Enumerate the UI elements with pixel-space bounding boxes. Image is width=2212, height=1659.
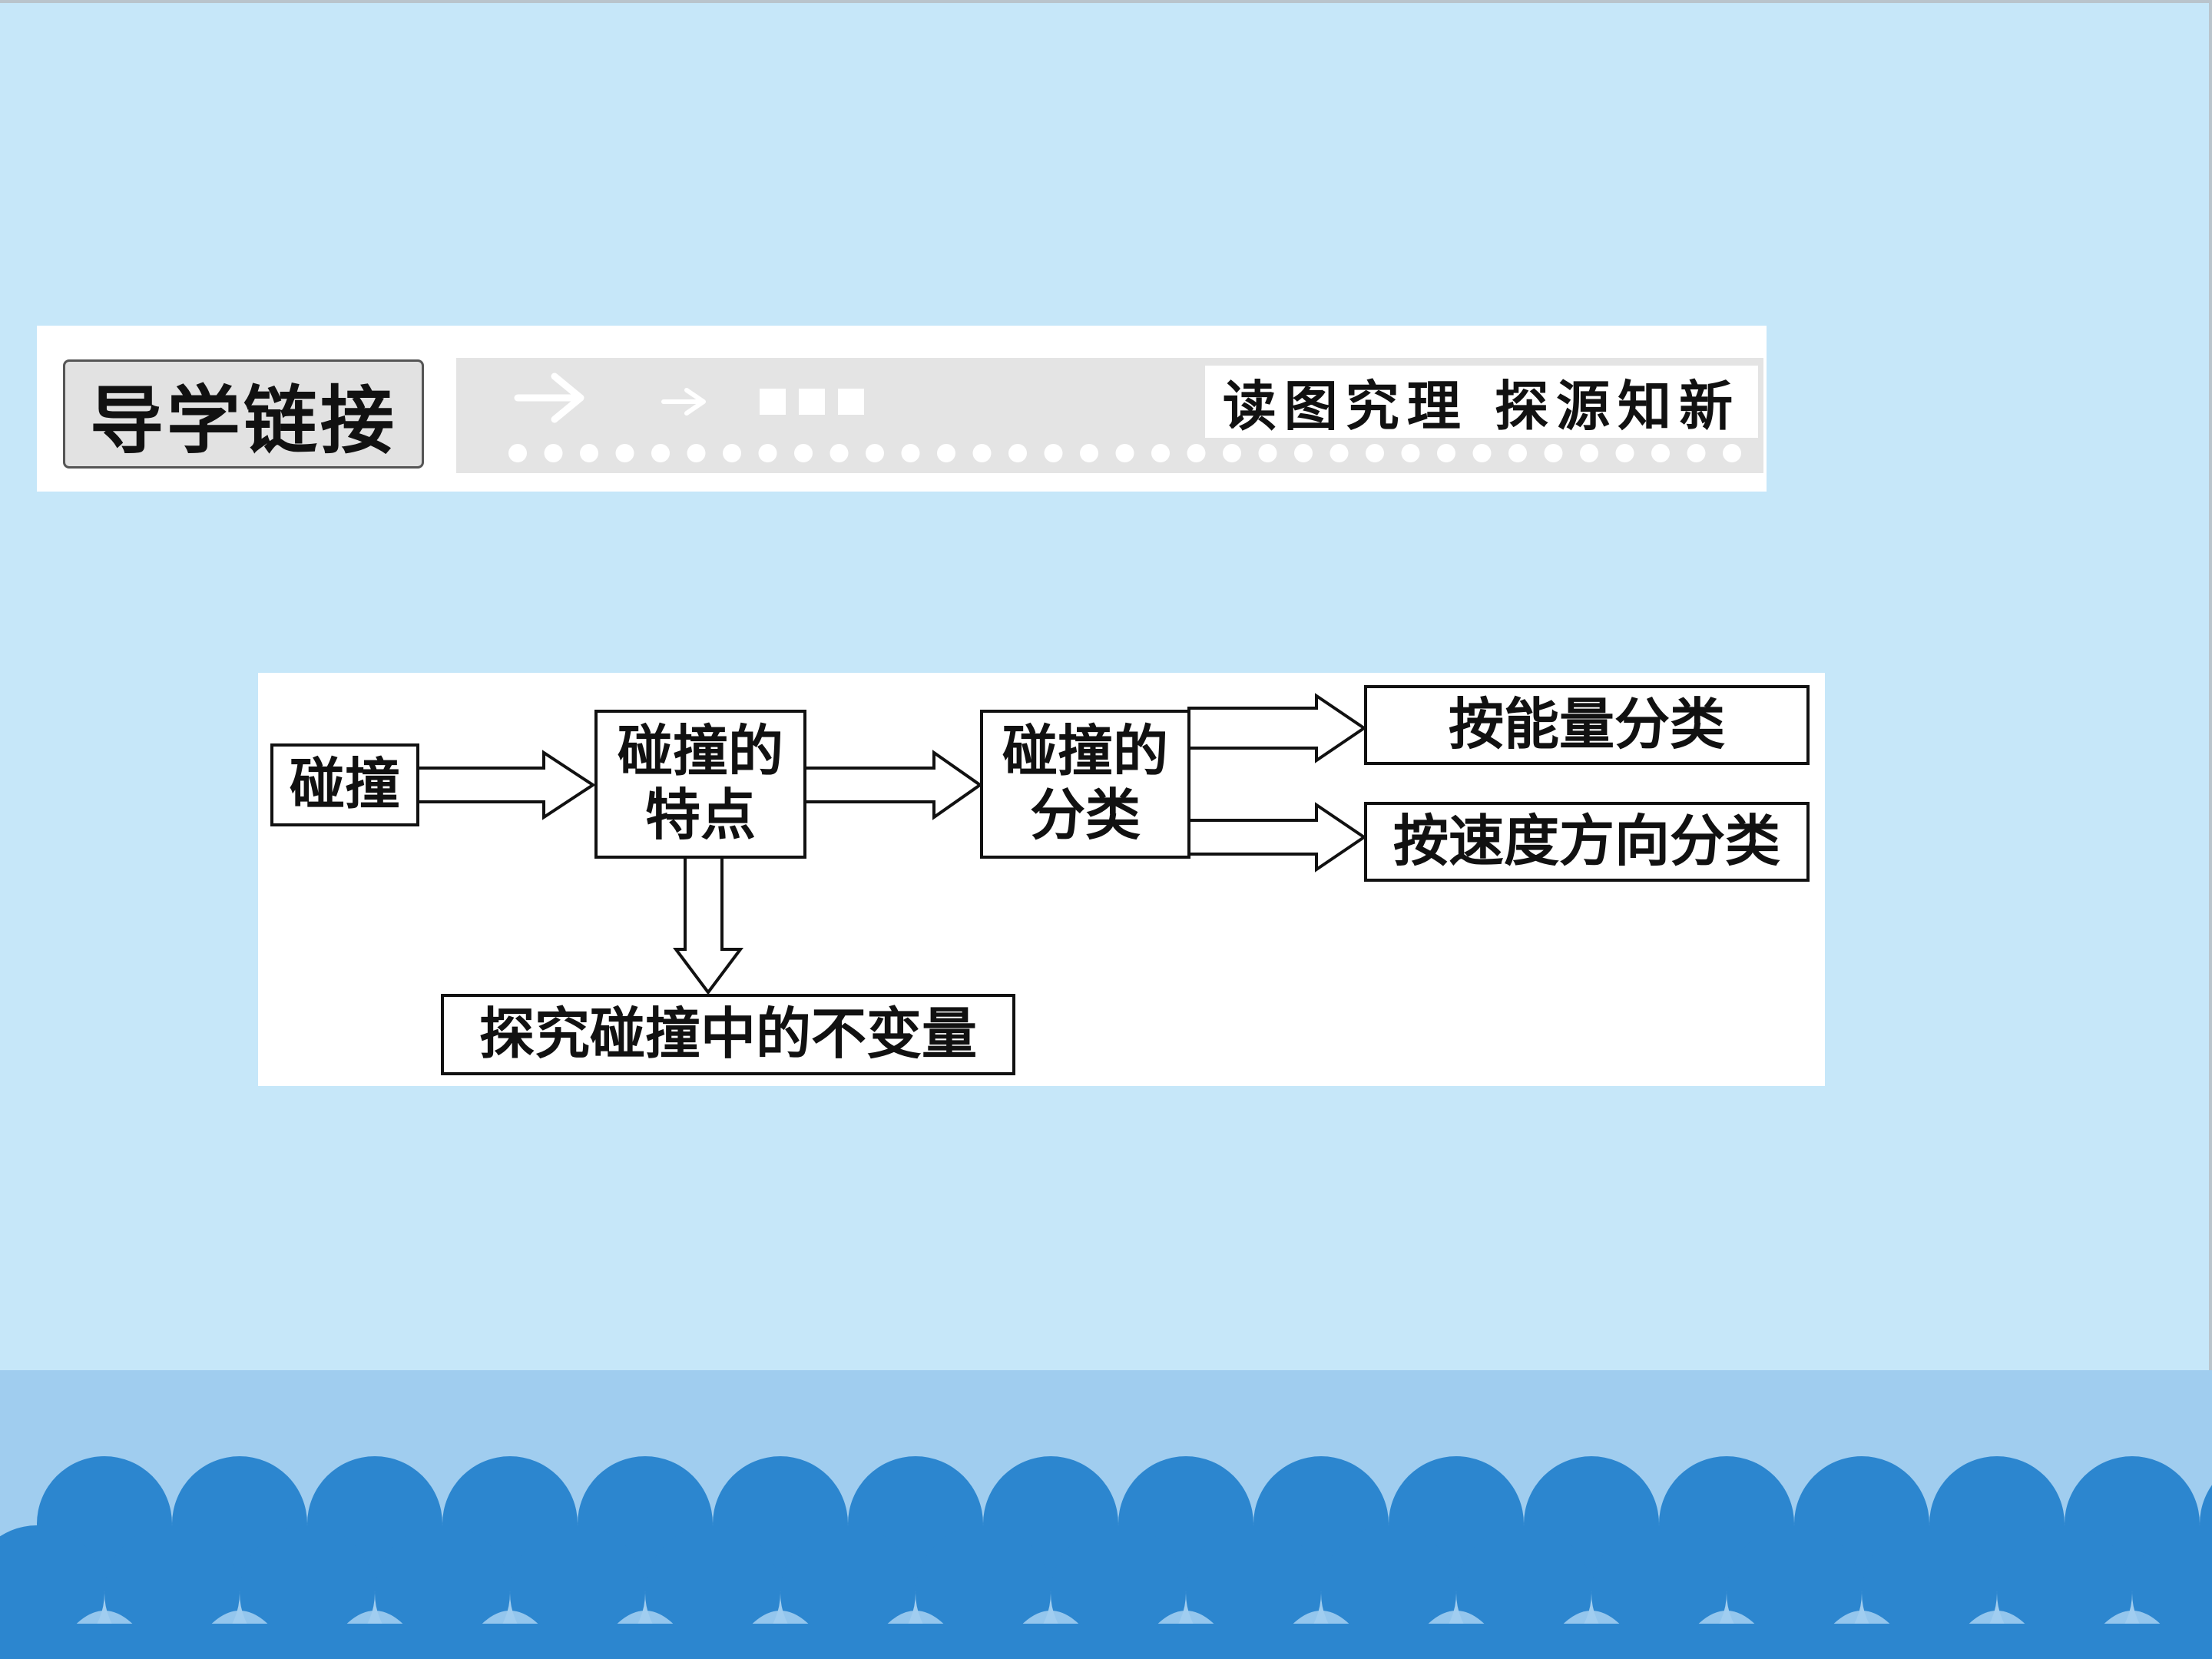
wave-decoration bbox=[0, 1370, 2212, 1659]
decor-dot bbox=[830, 444, 849, 462]
decor-dot bbox=[1401, 444, 1420, 462]
node-invariant: 探究碰撞中的不变量 bbox=[441, 994, 1015, 1075]
node-collision: 碰撞 bbox=[270, 743, 419, 826]
decor-dot bbox=[1723, 444, 1741, 462]
node-invariant-label: 探究碰撞中的不变量 bbox=[478, 1003, 977, 1065]
decor-dot bbox=[1008, 444, 1027, 462]
decor-dot bbox=[1044, 444, 1063, 462]
decor-dot bbox=[544, 444, 563, 462]
decor-dot bbox=[580, 444, 598, 462]
hollow-arrow-right bbox=[1187, 693, 1367, 763]
decor-dot bbox=[1651, 444, 1670, 462]
decor-dot bbox=[1508, 444, 1527, 462]
wave-scallops bbox=[0, 1456, 2212, 1659]
decor-dot bbox=[1687, 444, 1706, 462]
section-banner: 导学链接 读图究理 探源知新 bbox=[37, 326, 1767, 492]
decor-dot bbox=[687, 444, 706, 462]
decor-dot bbox=[1544, 444, 1563, 462]
node-collision-features: 碰撞的 特点 bbox=[594, 710, 806, 859]
decor-dot bbox=[723, 444, 741, 462]
decor-dot bbox=[1294, 444, 1313, 462]
decor-strip: 读图究理 探源知新 bbox=[456, 358, 1763, 473]
decor-dot bbox=[1187, 444, 1206, 462]
decor-dot bbox=[1472, 444, 1492, 462]
top-border bbox=[0, 0, 2212, 3]
hollow-arrow-down bbox=[673, 856, 743, 995]
hollow-arrow-right bbox=[416, 750, 596, 820]
decor-dot bbox=[615, 444, 634, 462]
decor-dot bbox=[758, 444, 777, 462]
arrow-head-icon bbox=[551, 373, 584, 423]
decor-dot bbox=[1258, 444, 1277, 462]
decor-dot bbox=[1580, 444, 1598, 462]
diagram-arrows bbox=[416, 693, 1367, 995]
node-by-velocity-label: 按速度方向分类 bbox=[1392, 810, 1780, 873]
decor-dot bbox=[1115, 444, 1134, 462]
decor-dot bbox=[937, 444, 955, 462]
node-collision-label: 碰撞 bbox=[289, 753, 400, 816]
decor-dot bbox=[901, 444, 920, 462]
hollow-arrow-right bbox=[803, 750, 983, 820]
hollow-arrow-right bbox=[1187, 802, 1367, 873]
decor-dot bbox=[794, 444, 813, 462]
decor-dot bbox=[1151, 444, 1170, 462]
decor-dot bbox=[1615, 444, 1634, 462]
section-tagline: 读图究理 探源知新 bbox=[1205, 366, 1758, 438]
node-by-energy-label: 按能量分类 bbox=[1448, 694, 1725, 756]
decor-dot bbox=[866, 444, 884, 462]
decor-dot bbox=[972, 444, 992, 462]
decor-dot bbox=[651, 444, 670, 462]
decor-dot bbox=[508, 444, 527, 462]
node-collision-classification: 碰撞的 分类 bbox=[980, 710, 1190, 859]
wave-base bbox=[0, 1624, 2212, 1659]
decor-dot bbox=[1080, 444, 1098, 462]
decor-dot bbox=[1437, 444, 1455, 462]
collision-concept-diagram: 碰撞 碰撞的 特点 碰撞的 分类 按能量分类 按速度方向分类 探究碰撞中的不变量 bbox=[258, 673, 1825, 1086]
decor-dot bbox=[1366, 444, 1384, 462]
node-classification-line2: 分类 bbox=[1029, 785, 1141, 846]
section-badge: 导学链接 bbox=[63, 359, 424, 469]
decor-dot bbox=[1330, 444, 1349, 462]
arrow-dots-decoration bbox=[508, 373, 1741, 462]
node-features-line1: 碰撞的 bbox=[617, 721, 783, 783]
node-classify-by-energy: 按能量分类 bbox=[1364, 685, 1810, 765]
decor-dot bbox=[1223, 444, 1241, 462]
node-features-line2: 特点 bbox=[644, 785, 756, 846]
right-border bbox=[2209, 0, 2212, 1382]
node-classify-by-velocity: 按速度方向分类 bbox=[1364, 802, 1810, 882]
node-classification-line1: 碰撞的 bbox=[1002, 721, 1168, 783]
